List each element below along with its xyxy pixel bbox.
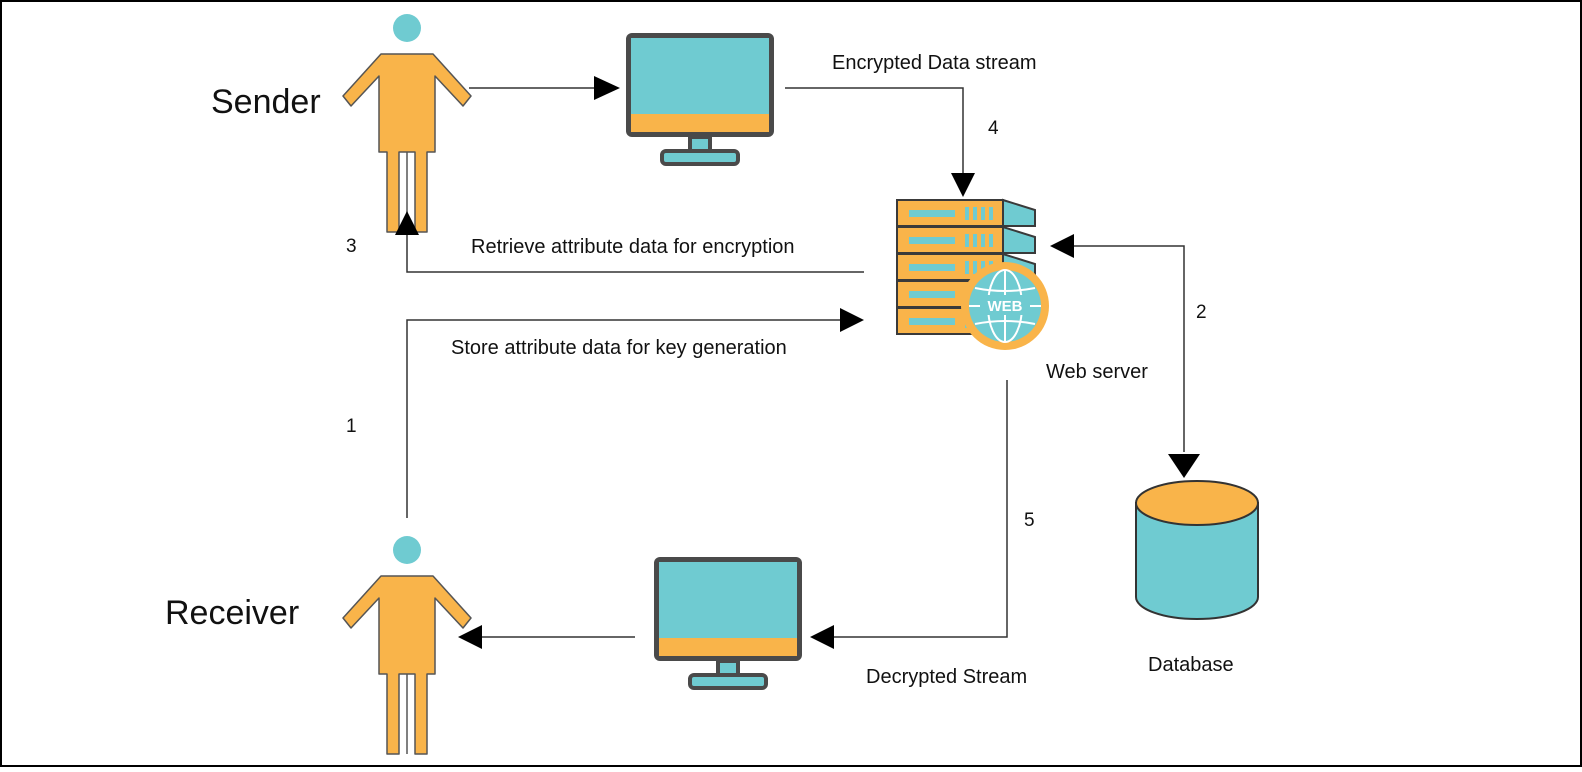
- decrypted-stream-line: [834, 380, 1008, 638]
- retrieve-attribute-label: Retrieve attribute data for encryption: [471, 236, 795, 258]
- arrowhead-right: [594, 76, 620, 100]
- receiver-label: Receiver: [165, 594, 299, 632]
- server-database-line: [1072, 245, 1185, 452]
- web-badge-label: WEB: [988, 298, 1023, 315]
- web-globe-icon: WEB: [961, 262, 1049, 350]
- arrowhead-up: [395, 211, 419, 235]
- receiver-figure: [342, 535, 472, 755]
- sender-figure: [342, 13, 472, 233]
- step-2-label: 2: [1196, 302, 1207, 323]
- arrowhead-left: [1050, 234, 1074, 258]
- web-server-icon: WEB: [896, 199, 1049, 350]
- arrowhead-right: [840, 308, 864, 332]
- step-5-label: 5: [1024, 510, 1035, 531]
- step-4-label: 4: [988, 118, 999, 139]
- arrowhead-down: [951, 173, 975, 197]
- encrypted-stream-label: Encrypted Data stream: [832, 52, 1037, 74]
- database-label: Database: [1148, 654, 1234, 676]
- decrypted-stream-label: Decrypted Stream: [866, 666, 1027, 688]
- arrowhead-left: [810, 625, 834, 649]
- store-attribute-label: Store attribute data for key generation: [451, 337, 787, 359]
- step-1-label: 1: [346, 416, 357, 437]
- receiver-monitor: [652, 555, 804, 690]
- arrowhead-left: [458, 625, 482, 649]
- arrowhead-down: [1168, 454, 1200, 478]
- sender-monitor: [624, 31, 776, 166]
- retrieve-attribute-line: [406, 235, 864, 273]
- store-attribute-line: [406, 319, 842, 518]
- encrypted-stream-line: [785, 87, 964, 176]
- sender-label: Sender: [211, 83, 321, 121]
- database-icon: [1135, 480, 1259, 620]
- step-3-label: 3: [346, 236, 357, 257]
- web-server-label: Web server: [1046, 361, 1148, 383]
